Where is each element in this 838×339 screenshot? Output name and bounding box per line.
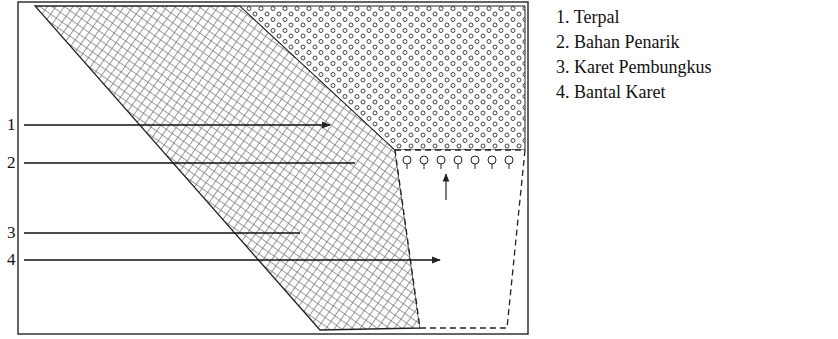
part-name: 4. Bantal Karet	[556, 81, 665, 103]
callout-number: 3	[7, 222, 16, 244]
leader-line	[24, 124, 330, 125]
belt-cross-section	[395, 150, 525, 328]
frame	[18, 2, 528, 334]
belt-top-face	[240, 6, 525, 150]
leader-line	[24, 232, 300, 233]
callout-number: 1	[7, 114, 16, 136]
small-arrow	[445, 174, 446, 200]
callout-number: 4	[7, 249, 16, 271]
part-name: 3. Karet Pembungkus	[556, 56, 711, 78]
tension-cords	[403, 156, 513, 169]
part-name: 1. Terpal	[556, 6, 619, 28]
part-name: 2. Bahan Penarik	[556, 31, 679, 53]
leader-line	[24, 259, 440, 260]
leader-line	[24, 162, 355, 163]
callout-number: 2	[7, 152, 16, 174]
